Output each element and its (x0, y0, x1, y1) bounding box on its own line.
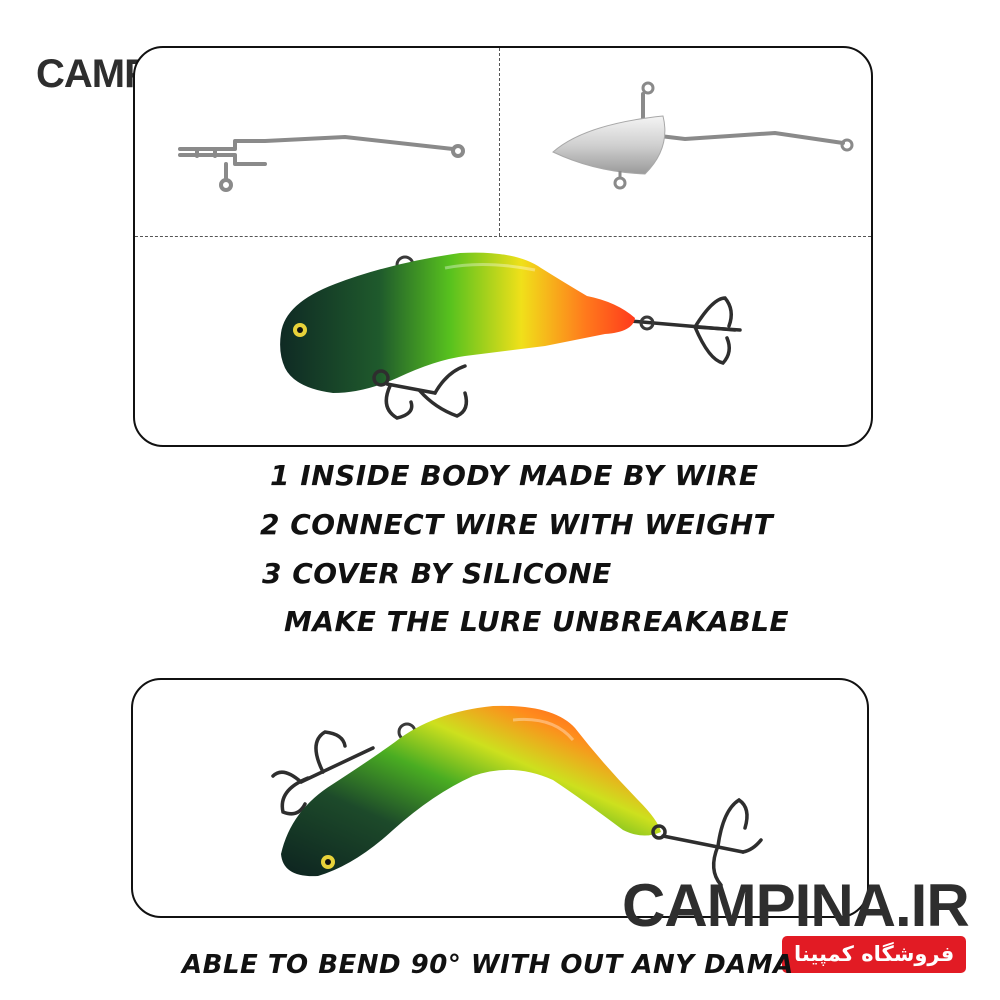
campina-logo-bottom: CAMPINA.IR فروشگاه کمپینا (622, 872, 970, 973)
construction-panel (133, 46, 873, 447)
caption-step-3: 3 COVER BY SILICONE (262, 557, 612, 590)
lure-straight-image (280, 252, 742, 420)
construction-illustrations (178, 81, 854, 420)
panel-divider-vertical (499, 48, 500, 236)
wire-frame-image (178, 135, 465, 192)
wire-weight-image (552, 81, 854, 190)
caption-bend: ABLE TO BEND 90° WITH OUT ANY DAMA (182, 950, 794, 980)
logo-tagline: فروشگاه کمپینا (782, 936, 967, 973)
logo-wordmark: CAMPINA.IR (622, 872, 970, 939)
bent-lure-illustration (271, 705, 763, 887)
panel-divider-horizontal (135, 236, 871, 237)
bend-panel (131, 678, 869, 918)
caption-conclusion: MAKE THE LURE UNBREAKABLE (284, 605, 790, 638)
caption-step-2: 2 CONNECT WIRE WITH WEIGHT (260, 508, 774, 541)
caption-step-1: 1 INSIDE BODY MADE BY WIRE (270, 459, 759, 492)
lure-bent-image (271, 705, 763, 887)
